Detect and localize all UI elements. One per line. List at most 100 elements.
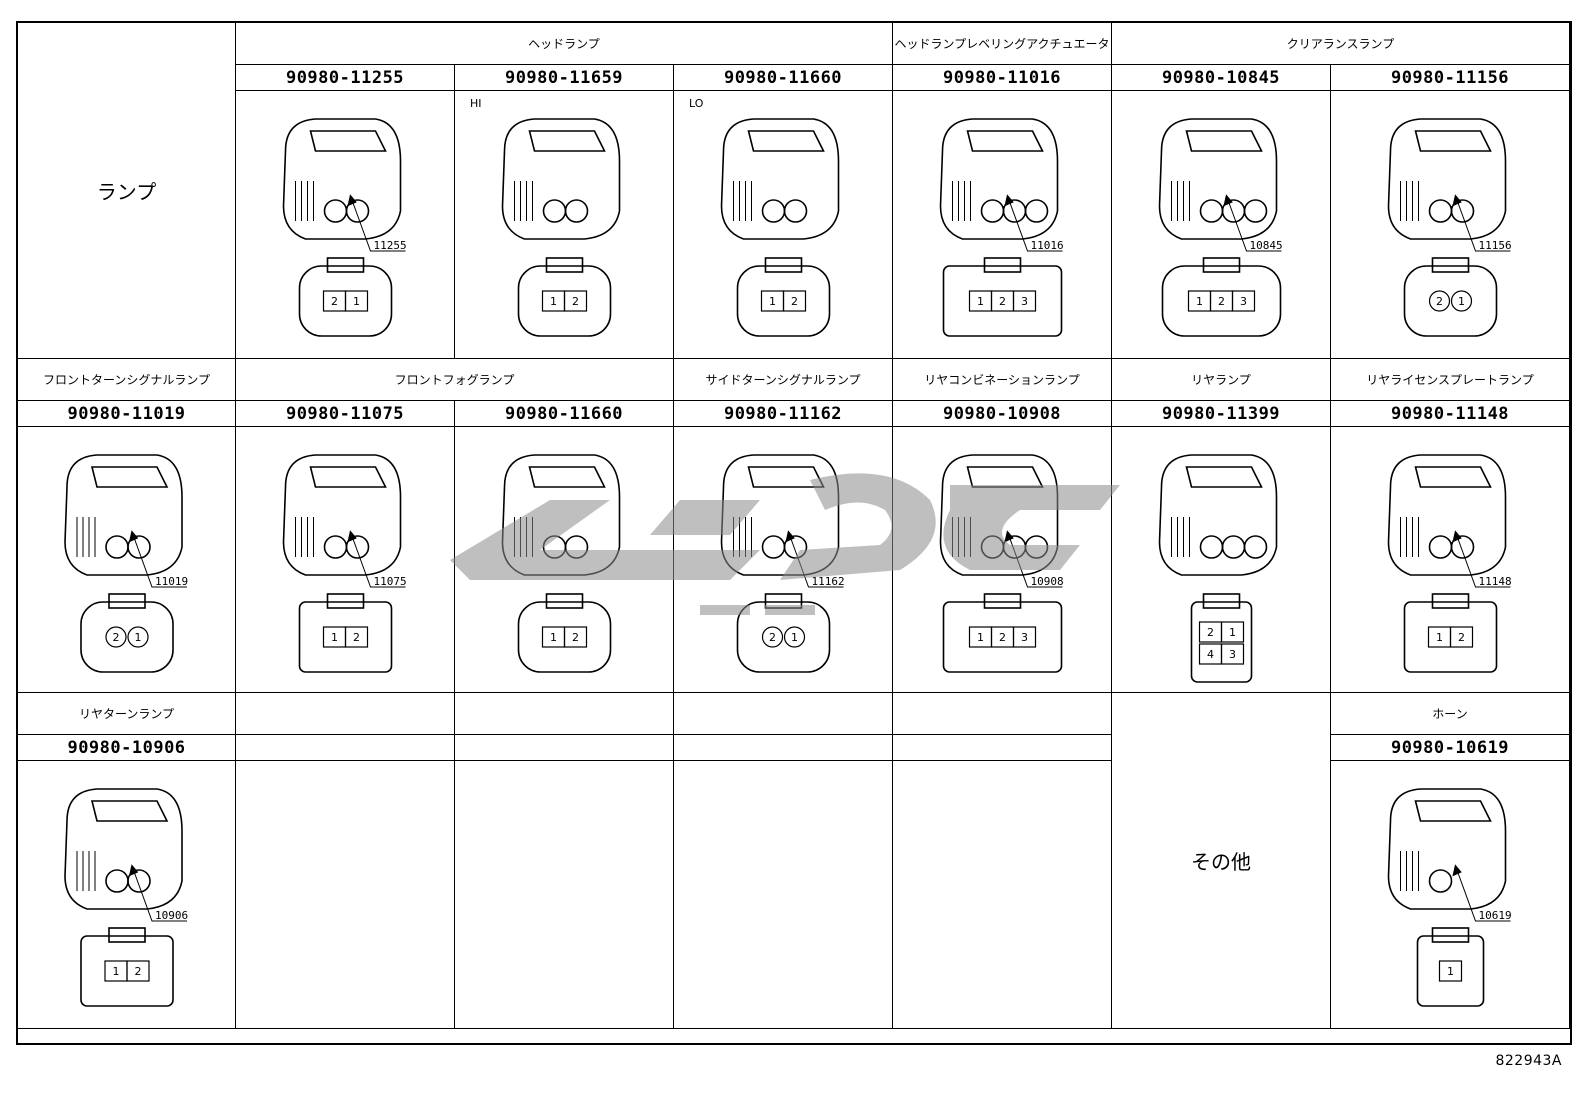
pin-number: 3 bbox=[1240, 295, 1247, 308]
part-tag: 11255 bbox=[373, 239, 407, 252]
pin-number: 1 bbox=[1196, 295, 1203, 308]
connector-drawing bbox=[282, 118, 406, 337]
connector-illustration: 2 1 11162 bbox=[674, 427, 893, 693]
pin-number: 2 bbox=[1207, 626, 1214, 639]
pin-number: 1 bbox=[977, 631, 984, 644]
pin-number: 2 bbox=[999, 295, 1006, 308]
pin-number: 1 bbox=[135, 631, 142, 644]
part-number: 90980-11660 bbox=[455, 401, 674, 427]
part-number bbox=[455, 735, 674, 761]
pin-number: 2 bbox=[572, 631, 579, 644]
pin-number: 2 bbox=[353, 631, 360, 644]
group-header: ホーン bbox=[1331, 693, 1570, 735]
connector-drawing bbox=[939, 118, 1063, 337]
pin-number: 3 bbox=[1229, 648, 1236, 661]
connector-drawing bbox=[720, 118, 840, 337]
pin-number: 2 bbox=[572, 295, 579, 308]
pin-cavity bbox=[1220, 621, 1245, 643]
pin-cavity bbox=[1012, 290, 1037, 312]
pin-number: 1 bbox=[331, 631, 338, 644]
part-tag: 10908 bbox=[1030, 575, 1064, 588]
part-tag: 11019 bbox=[155, 575, 189, 588]
connector-illustration: 2 1 11019 bbox=[18, 427, 236, 693]
part-number bbox=[236, 735, 455, 761]
group-header bbox=[455, 693, 674, 735]
pin-cavity bbox=[563, 626, 588, 648]
part-tag: 11016 bbox=[1030, 239, 1064, 252]
pin-cavity bbox=[1438, 960, 1463, 982]
connector-drawing bbox=[501, 118, 621, 337]
connector-illustration: 1 2 11075 bbox=[236, 427, 455, 693]
section-label-other: その他 bbox=[1112, 693, 1331, 1029]
pin-number: 1 bbox=[1447, 965, 1454, 978]
pin-number: 1 bbox=[1229, 626, 1236, 639]
pin-number: 2 bbox=[769, 631, 776, 644]
group-header: クリアランスランプ bbox=[1112, 23, 1570, 65]
pin-number: 1 bbox=[791, 631, 798, 644]
pin-number: 2 bbox=[331, 295, 338, 308]
pin-number: 1 bbox=[1436, 631, 1443, 644]
section-label-lamp: ランプ bbox=[18, 23, 236, 359]
part-number: 90980-10845 bbox=[1112, 65, 1331, 91]
connector-illustration bbox=[674, 761, 893, 1029]
pin-cavity bbox=[105, 626, 127, 648]
part-number: 90980-11156 bbox=[1331, 65, 1570, 91]
part-number: 90980-10619 bbox=[1331, 735, 1570, 761]
connector-drawing bbox=[501, 454, 621, 673]
part-tag: 10906 bbox=[155, 909, 189, 922]
connector-drawing bbox=[1158, 118, 1282, 337]
connector-illustration bbox=[236, 761, 455, 1029]
part-number: 90980-11660 bbox=[674, 65, 893, 91]
connector-drawing bbox=[1158, 454, 1278, 683]
group-header: リヤターンランプ bbox=[18, 693, 236, 735]
pin-cavity bbox=[344, 626, 369, 648]
pin-cavity bbox=[344, 290, 369, 312]
connector-drawing bbox=[1387, 118, 1511, 337]
part-number: 90980-11148 bbox=[1331, 401, 1570, 427]
pin-number: 2 bbox=[135, 965, 142, 978]
group-header: フロントフォグランプ bbox=[236, 359, 674, 401]
pin-number: 2 bbox=[1436, 295, 1443, 308]
reference-number: 822943A bbox=[1495, 1053, 1562, 1069]
pin-number: 1 bbox=[353, 295, 360, 308]
pin-cavity bbox=[563, 290, 588, 312]
part-tag: 11162 bbox=[811, 575, 845, 588]
pin-cavity bbox=[782, 290, 807, 312]
part-number: 90980-11399 bbox=[1112, 401, 1331, 427]
pin-cavity bbox=[761, 626, 784, 648]
pin-number: 1 bbox=[550, 295, 557, 308]
pin-number: 1 bbox=[769, 295, 776, 308]
connector-illustration: 2 1 11255 bbox=[236, 91, 455, 359]
pin-number: 3 bbox=[1021, 631, 1028, 644]
part-tag: 11075 bbox=[373, 575, 407, 588]
connector-drawing bbox=[64, 454, 187, 673]
connector-illustration bbox=[893, 761, 1112, 1029]
part-number: 90980-10906 bbox=[18, 735, 236, 761]
part-number: 90980-11255 bbox=[236, 65, 455, 91]
group-header: リヤランプ bbox=[1112, 359, 1331, 401]
connector-drawing bbox=[282, 454, 406, 673]
pin-number: 2 bbox=[113, 631, 120, 644]
pin-number: 2 bbox=[999, 631, 1006, 644]
part-number bbox=[674, 735, 893, 761]
connector-illustration: 1 2 HI bbox=[455, 91, 674, 359]
pin-cavity bbox=[1450, 290, 1473, 312]
connector-drawing bbox=[720, 454, 844, 673]
group-header: リヤコンビネーションランプ bbox=[893, 359, 1112, 401]
group-header bbox=[236, 693, 455, 735]
pin-number: 2 bbox=[1218, 295, 1225, 308]
part-tag: 11156 bbox=[1478, 239, 1512, 252]
part-tag: 11148 bbox=[1478, 575, 1512, 588]
variant-label: HI bbox=[470, 97, 482, 110]
pin-cavity bbox=[1449, 626, 1474, 648]
pin-cavity bbox=[1220, 643, 1245, 665]
